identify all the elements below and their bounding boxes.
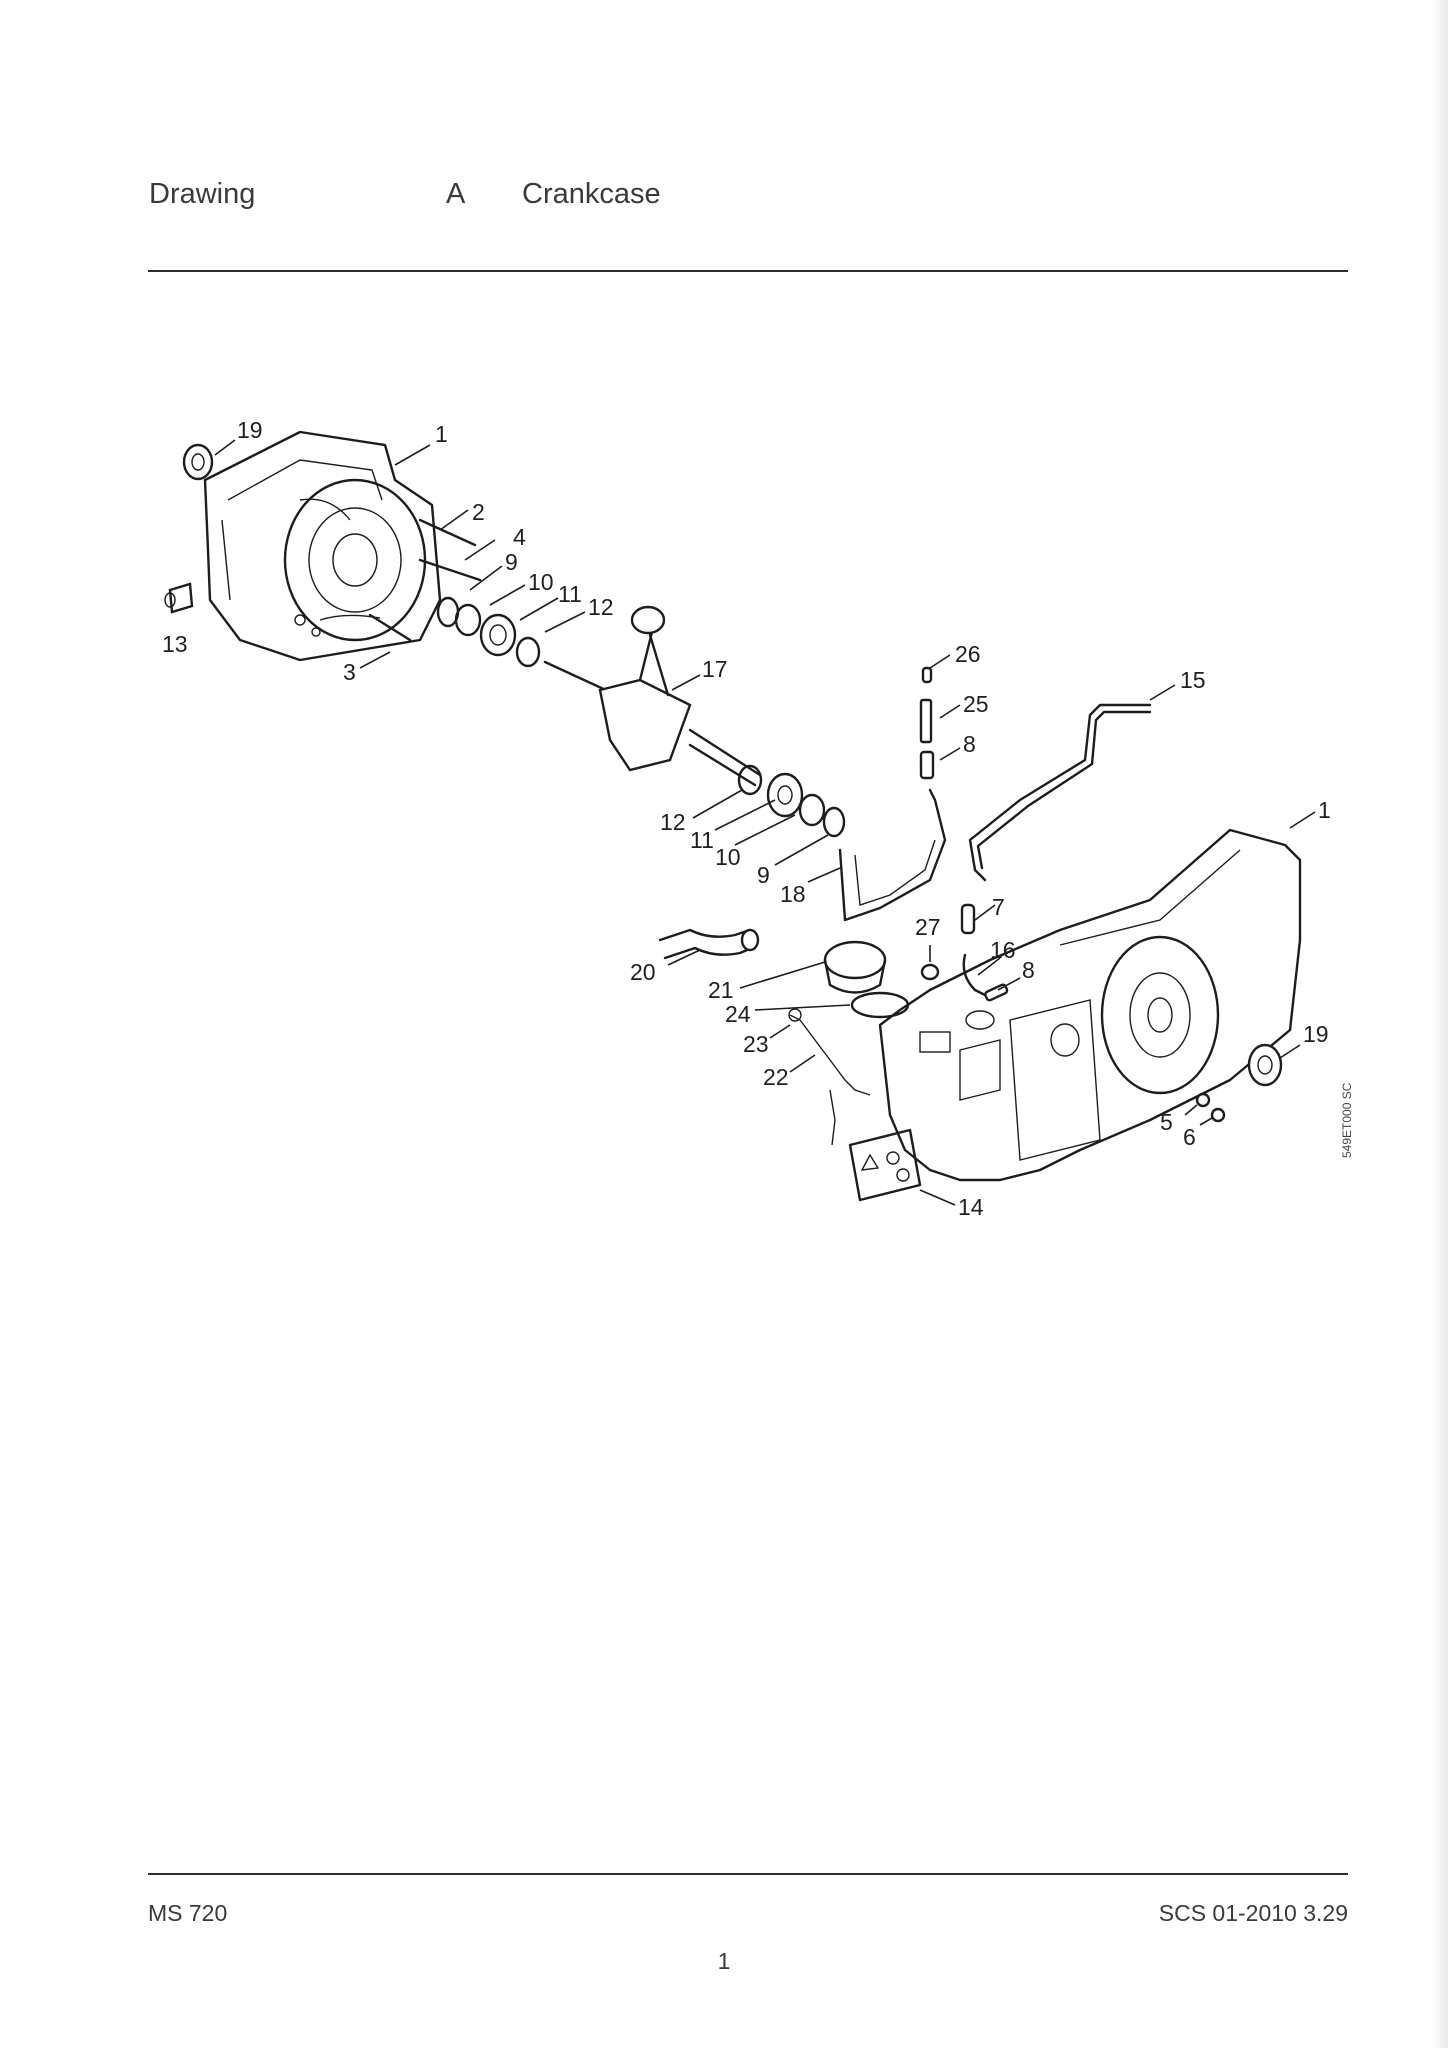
leader-lines (214, 439, 1316, 1206)
callout-19: 19 (237, 417, 263, 443)
left-bearing-set (436, 596, 541, 668)
callout-26: 26 (955, 641, 981, 667)
callout-20: 20 (630, 959, 656, 985)
callout-10: 10 (715, 844, 741, 870)
callout-23: 23 (743, 1031, 769, 1057)
retaining-strap (788, 1008, 871, 1146)
callout-15: 15 (1180, 667, 1206, 693)
callout-18: 18 (780, 881, 806, 907)
hose-20 (658, 928, 760, 960)
callout-8: 8 (1022, 957, 1035, 983)
callout-9: 9 (757, 862, 770, 888)
callout-12: 12 (588, 594, 614, 620)
callout-17: 17 (702, 656, 728, 682)
callout-22: 22 (763, 1064, 789, 1090)
callout-25: 25 (963, 691, 989, 717)
drawing-code: 549ET000 SC (1340, 1082, 1354, 1158)
right-crankcase-half (878, 828, 1302, 1182)
callout-16: 16 (990, 937, 1016, 963)
callout-27: 27 (915, 914, 941, 940)
callout-19: 19 (1303, 1021, 1329, 1047)
callout-8: 8 (963, 731, 976, 757)
warning-label (848, 1128, 922, 1202)
callout-1: 1 (1318, 797, 1331, 823)
pin-stack (919, 666, 935, 780)
callout-4: 4 (513, 524, 526, 550)
callout-11: 11 (558, 581, 582, 607)
page-title: Crankcase (522, 178, 661, 210)
callout-1: 1 (435, 421, 448, 447)
filler-cap (823, 940, 910, 1019)
model-name: MS 720 (148, 1900, 228, 1926)
nuts (1195, 1092, 1226, 1123)
right-bearing-set (737, 764, 846, 838)
document-reference: SCS 01-2010 3.29 (1158, 1900, 1348, 1926)
footer-rule (148, 1873, 1348, 1875)
left-crankcase-half (203, 430, 442, 662)
callout-7: 7 (992, 894, 1005, 920)
gasket-18 (838, 788, 947, 922)
plug-13 (164, 582, 194, 614)
oil-seal-right (1247, 1043, 1283, 1087)
exploded-parts-diagram: 19 1 2 4 9 10 11 12 13 3 17 26 25 8 15 1… (162, 417, 1331, 1220)
callout-21: 21 (708, 977, 734, 1003)
callout-24: 24 (725, 1001, 751, 1027)
callout-5: 5 (1160, 1109, 1173, 1135)
oil-seal-left (182, 443, 214, 481)
callout-3: 3 (343, 659, 356, 685)
callout-11: 11 (690, 827, 714, 853)
callout-9: 9 (505, 549, 518, 575)
callout-10: 10 (528, 569, 554, 595)
page-edge-shadow (1432, 0, 1448, 2048)
callout-labels: 19 1 2 4 9 10 11 12 13 3 17 26 25 8 15 1… (162, 417, 1331, 1220)
page-number: 1 (717, 1948, 731, 1974)
studs (368, 518, 482, 642)
section-letter: A (446, 178, 466, 210)
callout-12: 12 (660, 809, 686, 835)
callout-2: 2 (472, 499, 485, 525)
oil-tube-15 (968, 703, 1152, 882)
crankshaft (543, 605, 762, 787)
section-label: Drawing (149, 178, 256, 210)
callout-14: 14 (958, 1194, 984, 1220)
callout-13: 13 (162, 631, 188, 657)
header-rule (148, 270, 1348, 272)
callout-6: 6 (1183, 1124, 1196, 1150)
